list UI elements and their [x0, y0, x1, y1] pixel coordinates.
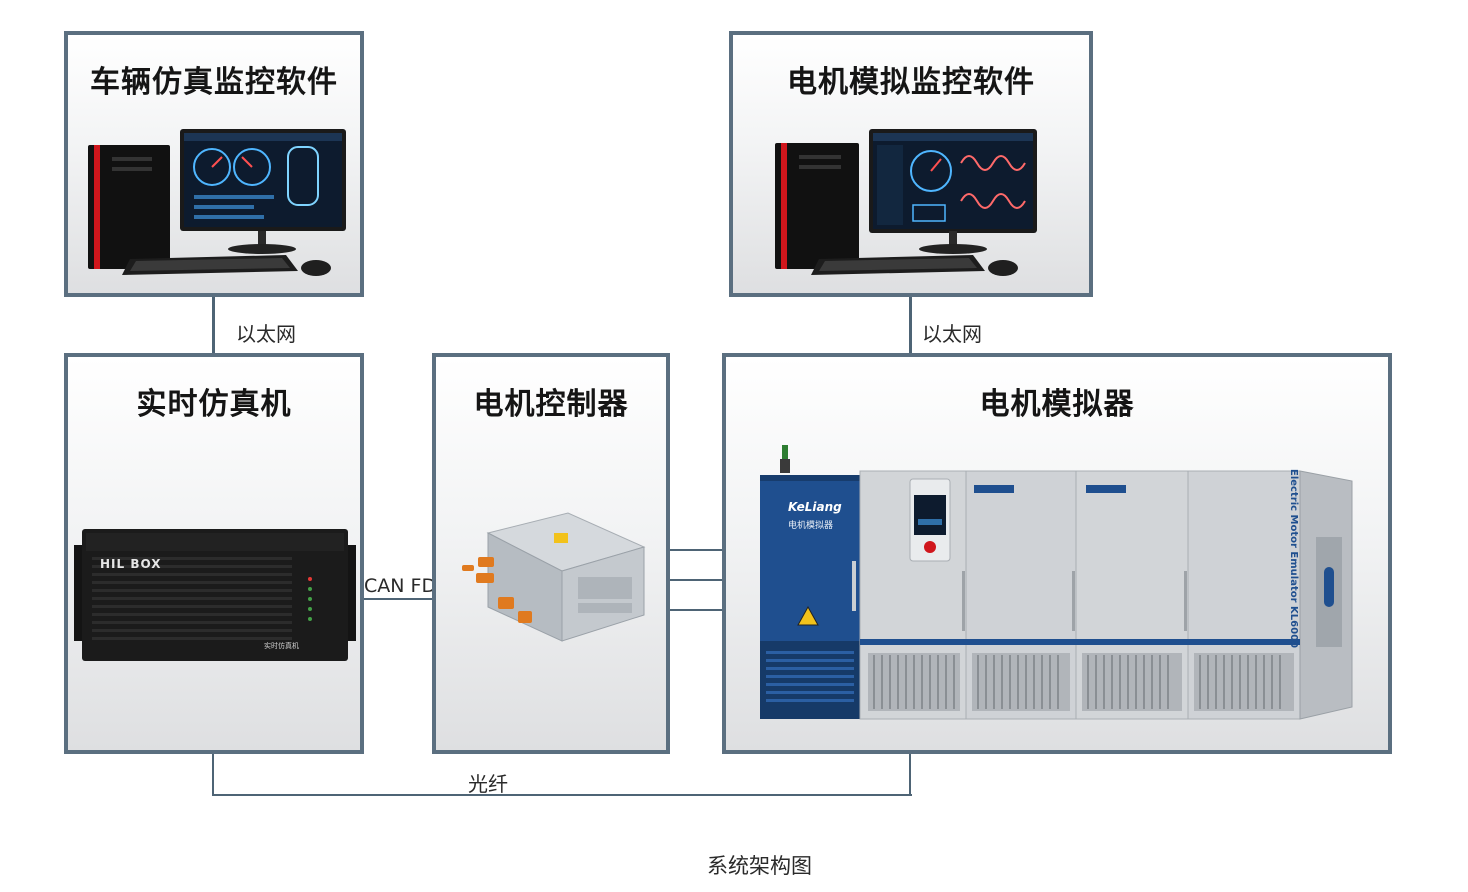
motor-emulator-cabinet-illustration	[760, 445, 1353, 720]
nameplate-3	[1086, 485, 1126, 493]
power-line-1	[648, 549, 742, 551]
motor-emulator-box: 电机模拟器	[722, 353, 1392, 754]
waveform-upper	[960, 155, 1026, 171]
fiber-label: 光纤	[468, 772, 508, 796]
speed-gauge	[910, 150, 952, 192]
chassis	[82, 529, 348, 661]
orange-connectors	[462, 557, 532, 623]
diagram-caption: 系统架构图	[707, 854, 812, 878]
motor-monitor-box: 电机模拟监控软件	[729, 31, 1093, 297]
hilbox-device-illustration	[74, 529, 356, 661]
speedometer-gauge	[193, 148, 231, 186]
mouse	[301, 260, 331, 276]
motor-controller-illustration	[462, 512, 646, 642]
signal-beacon	[782, 445, 788, 459]
hazard-sign	[797, 605, 819, 626]
motor-monitor-title: 电机模拟监控软件	[787, 65, 1035, 100]
vehicle-monitor-title: 车辆仿真监控软件	[90, 65, 338, 100]
ventilation-grilles	[868, 653, 1294, 711]
emulator-side-text: Electric Motor Emulator KL6000	[1287, 469, 1299, 648]
hmi-screen	[914, 495, 946, 535]
power-line-3	[648, 609, 742, 611]
waveform-lower	[960, 193, 1026, 209]
mouse	[988, 260, 1018, 276]
canfd-label: CAN FD	[364, 575, 437, 597]
tachometer-gauge	[233, 148, 271, 186]
vehicle-workstation-illustration	[88, 129, 346, 276]
canfd-line	[352, 598, 436, 600]
motor-controller-box: 电机控制器	[432, 353, 670, 754]
warning-label	[554, 533, 568, 543]
motor-controller-title: 电机控制器	[473, 387, 629, 422]
fiber-line-left-vertical	[212, 752, 214, 796]
realtime-simulator-title: 实时仿真机	[136, 387, 292, 422]
vent-pattern	[92, 557, 292, 640]
status-led-green	[308, 587, 312, 591]
ethernet-line-right	[909, 296, 912, 356]
keliang-brand-logo: KeLiang	[788, 500, 842, 514]
vehicle-monitor-box: 车辆仿真监控软件	[64, 31, 364, 297]
emulator-panel-label: 电机模拟器	[788, 521, 834, 531]
ethernet-label-right: 以太网	[922, 322, 982, 346]
fiber-line-horizontal	[212, 794, 912, 796]
nameplate-2	[974, 485, 1014, 493]
hilbox-brand: HIL BOX	[100, 557, 162, 571]
vehicle-topview	[287, 146, 319, 206]
motor-emulator-title: 电机模拟器	[979, 387, 1135, 422]
fiber-line-right-vertical	[909, 752, 911, 796]
hilbox-device-label: 实时仿真机	[264, 642, 299, 650]
ethernet-line-left	[212, 296, 215, 356]
status-led-red	[308, 577, 312, 581]
power-line-2	[648, 579, 742, 581]
emergency-stop	[924, 541, 936, 553]
pc-tower	[88, 145, 170, 269]
realtime-simulator-box: 实时仿真机 HIL BOX 实时仿真机	[64, 353, 364, 754]
ethernet-label-left: 以太网	[236, 322, 296, 346]
motor-workstation-illustration	[775, 129, 1037, 276]
pc-tower	[775, 143, 859, 269]
